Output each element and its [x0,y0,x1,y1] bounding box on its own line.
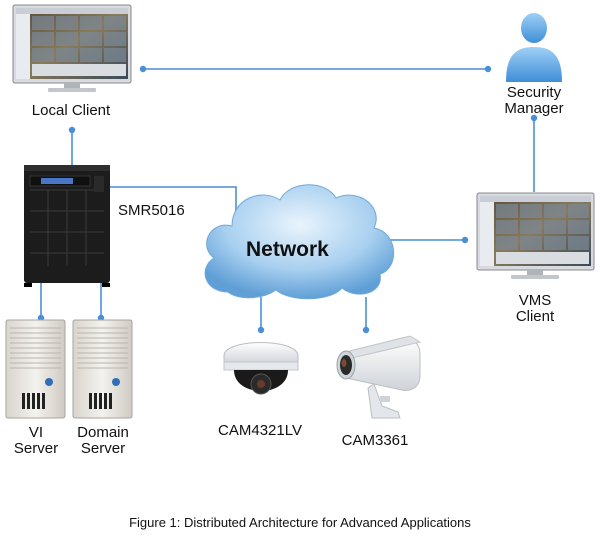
dome-camera-label: CAM4321LV [218,422,302,439]
connection-lines [40,68,535,330]
figure-caption: Figure 1: Distributed Architecture for A… [129,515,471,530]
security-manager-label-line2: Manager [504,100,564,117]
vi-server-label-line2: Server [13,440,59,457]
server-icon [5,319,66,419]
cloud-icon [204,184,394,300]
dome-camera-icon [223,342,299,395]
server-icon [72,319,133,419]
security-manager-label-line1: Security [506,84,562,101]
vms-client-label-line2: Client [515,308,555,325]
connection-dots [37,65,538,334]
vi-server-label-line1: VI [28,424,44,441]
nvr-label: SMR5016 [118,202,185,219]
vms-client-label-line1: VMS [518,292,552,309]
person-icon [506,13,562,82]
domain-server-label-line2: Server [80,440,126,457]
domain-server-label-line1: Domain [77,424,129,441]
link-nvr-network [108,186,237,215]
local-client-label: Local Client [31,102,111,119]
bullet-camera-label: CAM3361 [341,432,409,449]
monitor-icon [12,4,132,92]
nvr-icon [24,165,110,287]
network-label: Network [246,238,329,261]
monitor-icon [476,192,595,279]
bullet-camera-icon [336,335,422,419]
